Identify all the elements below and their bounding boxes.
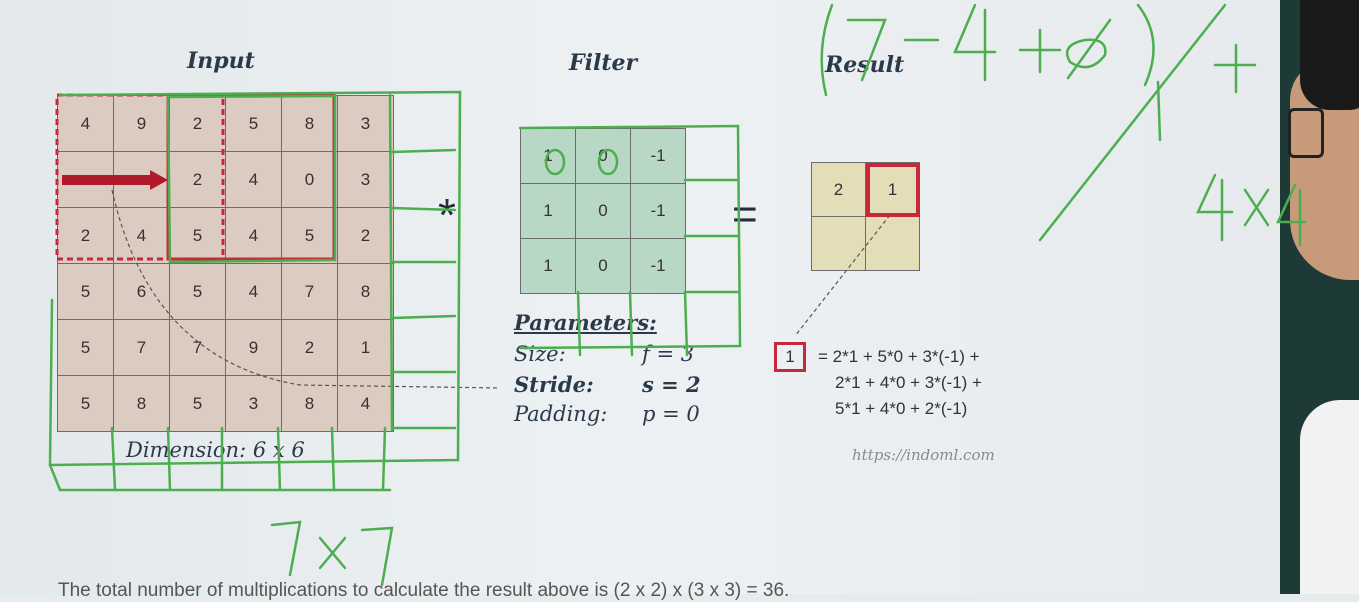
input-cell: 8: [281, 95, 338, 152]
result-cell: 2: [811, 162, 866, 217]
input-cell: 8: [281, 375, 338, 432]
input-cell: 0: [281, 151, 338, 208]
dimension-label: Dimension: 6 x 6: [126, 438, 305, 462]
presenter-hair: [1300, 0, 1359, 110]
input-cell: 5: [169, 375, 226, 432]
calculation-line: 2*1 + 4*0 + 3*(-1) +: [835, 373, 982, 392]
input-cell: 5: [57, 263, 114, 320]
input-cell: 1: [337, 319, 394, 376]
input-cell: 2: [169, 151, 226, 208]
input-cell: 2: [57, 207, 114, 264]
result-cell-highlighted: 1: [865, 162, 920, 217]
calculation-line: = 2*1 + 5*0 + 3*(-1) +: [818, 347, 980, 366]
parameters-title: Parameters:: [514, 310, 657, 335]
input-cell: 5: [57, 319, 114, 376]
padding-label: Padding:: [514, 402, 608, 426]
size-value: f = 3: [642, 342, 695, 366]
result-cell: [865, 216, 920, 271]
calculation-line: 5*1 + 4*0 + 2*(-1): [835, 399, 968, 418]
input-cell: 7: [113, 319, 170, 376]
presenter-shirt: [1300, 400, 1359, 594]
input-cell: [113, 151, 170, 208]
filter-cell: -1: [630, 238, 686, 294]
equals-operator: =: [732, 190, 758, 239]
filter-cell: 1: [520, 183, 576, 239]
input-cell: 4: [225, 207, 282, 264]
input-cell: 3: [337, 151, 394, 208]
glasses-icon: [1288, 108, 1324, 158]
input-heading: Input: [187, 48, 255, 74]
filter-cell: 1: [520, 238, 576, 294]
input-cell: 4: [225, 151, 282, 208]
filter-cell: 0: [575, 183, 631, 239]
input-cell: 5: [57, 375, 114, 432]
input-cell: 5: [281, 207, 338, 264]
filter-matrix: 1 0 -1 1 0 -1 1 0 -1: [520, 128, 686, 294]
input-cell: 2: [169, 95, 226, 152]
result-heading: Result: [825, 52, 905, 78]
filter-cell: -1: [630, 183, 686, 239]
input-cell: 6: [113, 263, 170, 320]
input-cell: 9: [225, 319, 282, 376]
input-matrix: 4 9 2 5 8 3 2 4 0 3 2 4 5 4 5 2 5 6 5 4 …: [57, 95, 394, 432]
input-cell: 8: [337, 263, 394, 320]
input-cell: 8: [113, 375, 170, 432]
input-cell: 5: [169, 263, 226, 320]
input-cell: 3: [337, 95, 394, 152]
input-cell: 3: [225, 375, 282, 432]
input-cell: 5: [169, 207, 226, 264]
padding-value: p = 0: [642, 402, 700, 426]
calculation-result-box: 1: [774, 342, 806, 372]
size-label: Size:: [514, 342, 566, 366]
filter-cell: -1: [630, 128, 686, 184]
input-cell: 9: [113, 95, 170, 152]
stride-label: Stride:: [514, 372, 594, 397]
input-cell: 4: [225, 263, 282, 320]
result-matrix: 2 1: [811, 162, 920, 271]
input-cell: 2: [337, 207, 394, 264]
input-cell: 4: [57, 95, 114, 152]
input-cell: 2: [281, 319, 338, 376]
filter-heading: Filter: [569, 50, 638, 76]
convolution-operator: *: [438, 189, 456, 241]
filter-cell: 1: [520, 128, 576, 184]
input-cell: 7: [281, 263, 338, 320]
input-cell: 4: [113, 207, 170, 264]
result-cell: [811, 216, 866, 271]
source-url: https://indoml.com: [852, 446, 995, 464]
filter-cell: 0: [575, 128, 631, 184]
input-cell: 7: [169, 319, 226, 376]
calculation-formula: = 2*1 + 5*0 + 3*(-1) + 2*1 + 4*0 + 3*(-1…: [818, 344, 982, 422]
footer-caption: The total number of multiplications to c…: [58, 580, 790, 601]
input-cell: 5: [225, 95, 282, 152]
input-cell: 4: [337, 375, 394, 432]
filter-cell: 0: [575, 238, 631, 294]
input-cell: [57, 151, 114, 208]
stride-value: s = 2: [642, 372, 701, 397]
